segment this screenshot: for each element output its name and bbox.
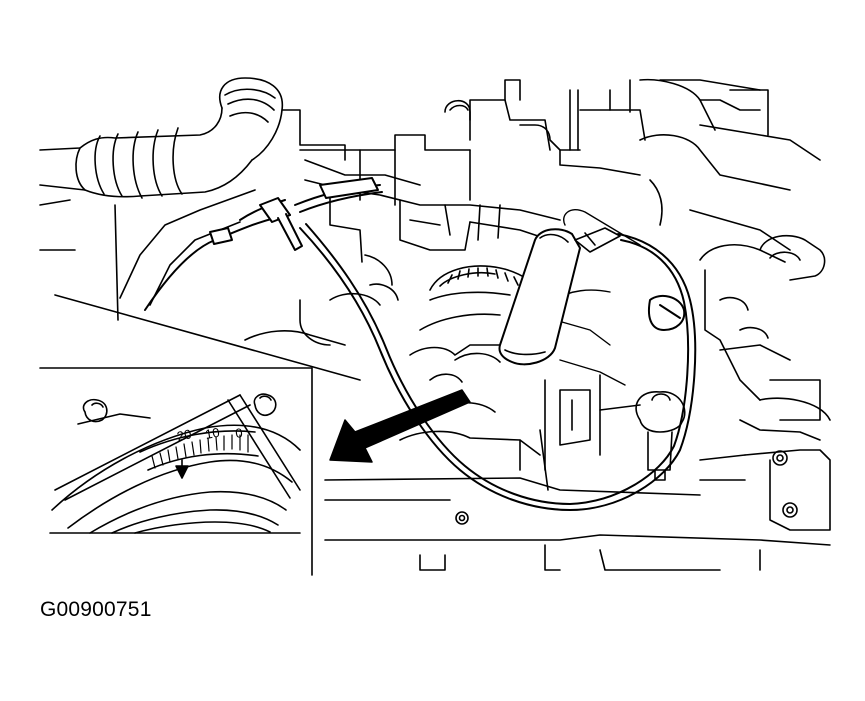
timing-light (500, 210, 641, 385)
scale-label-20: 20 (176, 426, 193, 444)
figure-id: G00900751 (40, 598, 152, 621)
engine-body (40, 78, 830, 570)
timing-scale-ticks (152, 435, 248, 468)
pointing-arrow-icon (330, 390, 470, 462)
scale-label-10: 10 (204, 425, 221, 442)
timing-light-wire (145, 178, 695, 510)
scale-label-0: 0 (234, 425, 243, 441)
timing-mark-inset: 20 10 0 (40, 368, 312, 575)
